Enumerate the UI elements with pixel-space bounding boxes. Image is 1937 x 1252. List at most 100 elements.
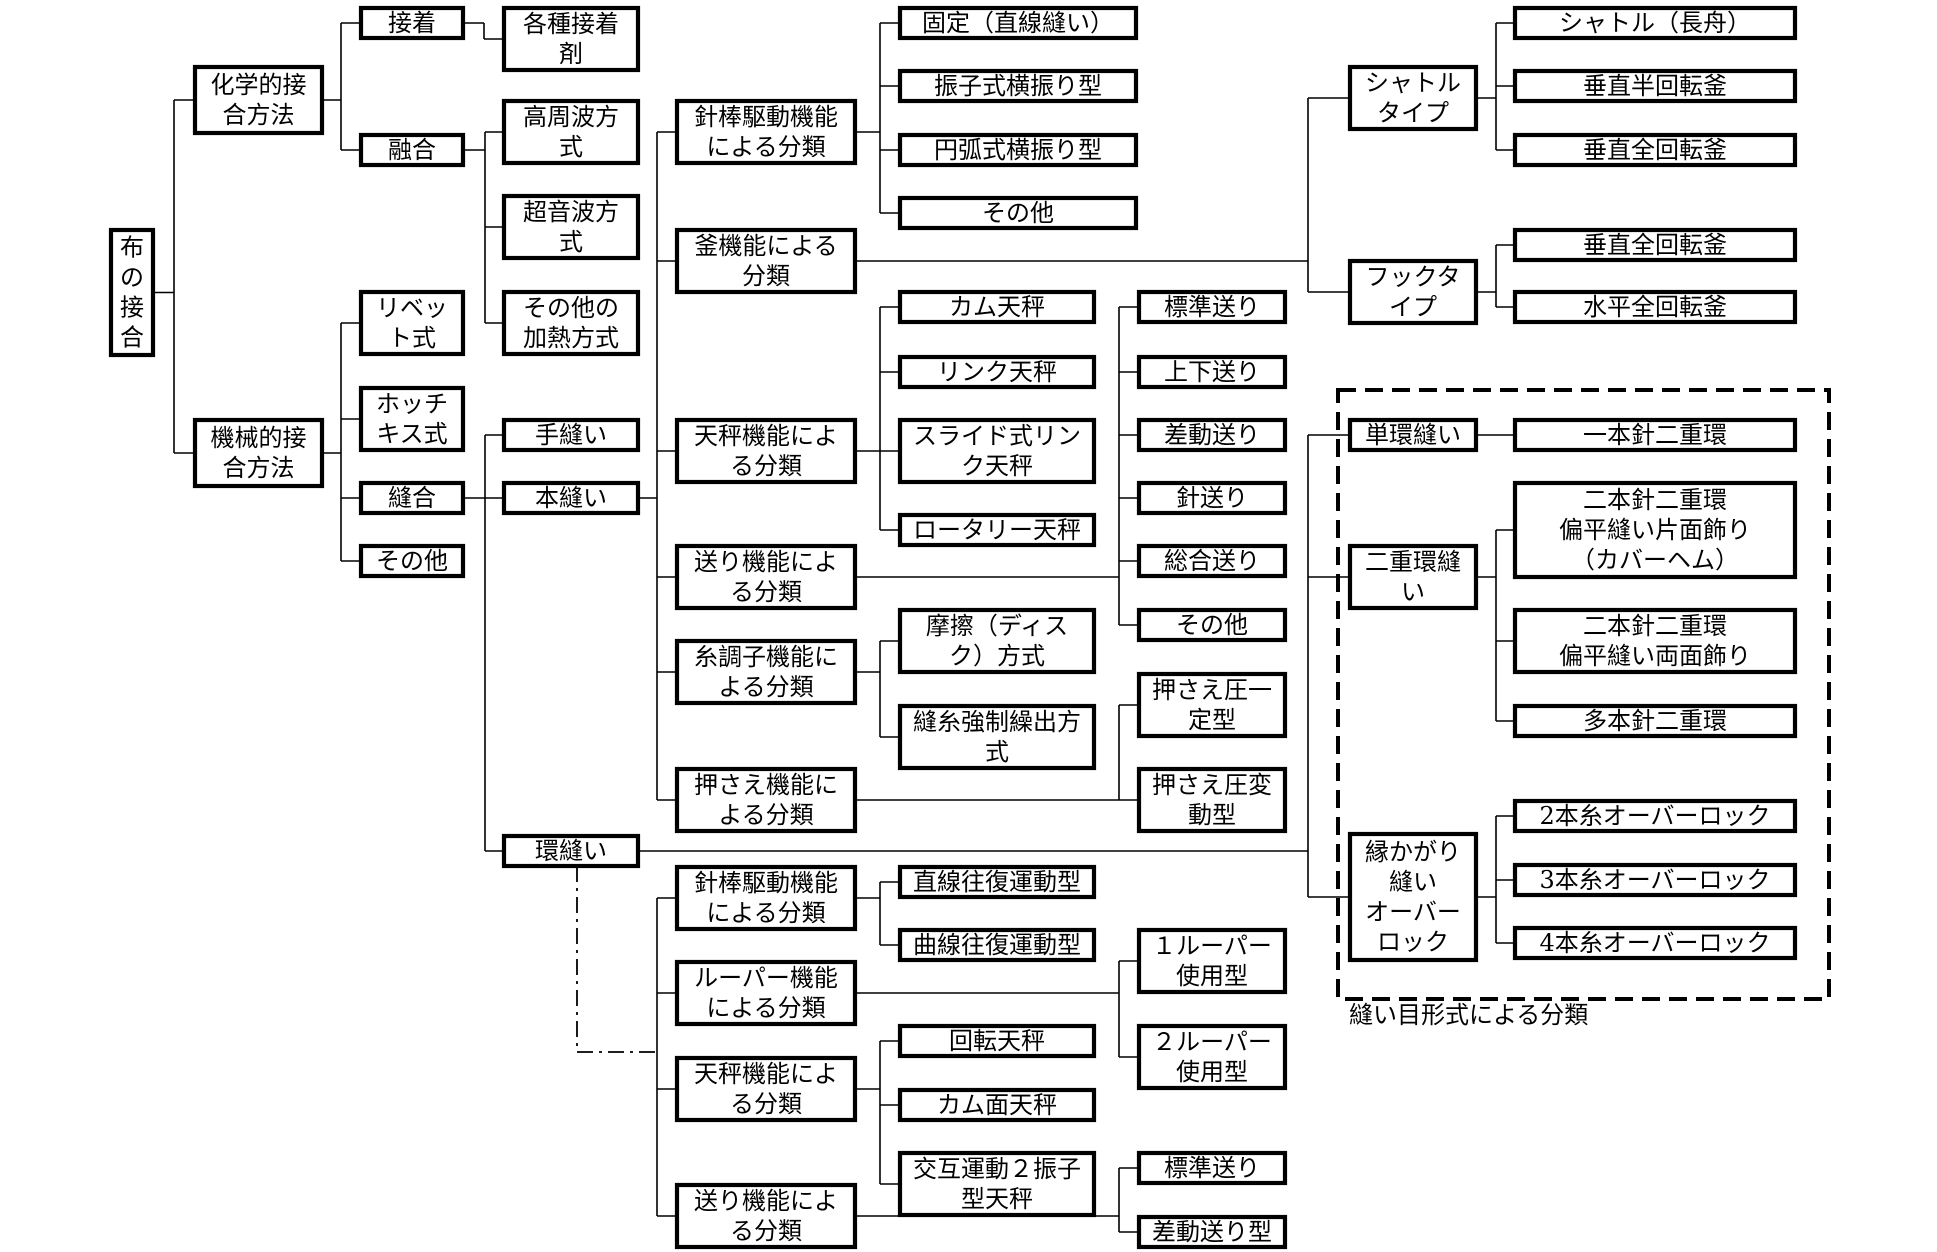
node-box <box>501 5 641 73</box>
node-box <box>192 417 325 489</box>
node-lockstitch: 本縫い <box>501 480 641 516</box>
node-box <box>1347 543 1479 611</box>
node-box <box>501 417 641 453</box>
node-box <box>501 289 641 357</box>
node-csf-diff: 差動送り型 <box>1136 1214 1288 1250</box>
node-label-line: 4本糸オーバーロック <box>1539 929 1770 957</box>
node-sf-single: 単環縫い <box>1347 417 1479 453</box>
node-label-line: 針送り <box>1176 484 1248 512</box>
node-label-line: る分類 <box>730 452 802 480</box>
node-label-line: 総合送り <box>1164 547 1260 575</box>
node-label-line: 接着 <box>388 9 436 37</box>
node-nb-other: その他 <box>897 195 1139 231</box>
node-box <box>1512 289 1798 325</box>
node-label-line: １ルーパー <box>1152 932 1272 960</box>
node-label-line: 垂直半回転釜 <box>1583 72 1727 100</box>
node-box <box>1136 543 1288 579</box>
node-label-line: その他 <box>1176 611 1248 639</box>
node-box <box>1347 417 1479 453</box>
node-adhesion: 接着 <box>358 5 466 41</box>
node-box <box>897 927 1097 963</box>
node-box <box>674 1055 858 1123</box>
node-label-line: カム面天秤 <box>937 1091 1057 1119</box>
node-label-line: 垂直全回転釜 <box>1583 136 1727 164</box>
node-label-line: 合 <box>120 324 144 352</box>
node-box <box>1136 607 1288 643</box>
node-label-line: ２ルーパー <box>1152 1028 1272 1056</box>
node-box <box>897 1087 1097 1123</box>
node-label-line: 多本針二重環 <box>1583 707 1727 735</box>
node-label-line: 上下送り <box>1164 358 1260 386</box>
node-label-line: 縫合 <box>388 484 436 512</box>
node-label-line: 二本針二重環 <box>1583 612 1727 640</box>
node-sg-one: 一本針二重環 <box>1512 417 1798 453</box>
node-box <box>1136 766 1288 834</box>
node-label-line: リンク天秤 <box>937 358 1057 386</box>
node-mech-other: その他 <box>358 543 466 579</box>
node-box <box>1512 925 1798 961</box>
node-nb-fixed: 固定（直線縫い） <box>897 5 1139 41</box>
node-box <box>358 385 466 453</box>
node-label-line: キス式 <box>376 420 447 448</box>
node-label-line: 水平全回転釜 <box>1583 293 1727 321</box>
node-label-line: 本縫い <box>535 484 607 512</box>
node-cst-rotary: 回転天秤 <box>897 1023 1097 1059</box>
node-box <box>897 289 1097 325</box>
node-label-line: （カバーヘム） <box>1571 546 1739 574</box>
node-csf-std: 標準送り <box>1136 1150 1288 1186</box>
node-label-line: 釜機能による <box>694 232 837 260</box>
node-fd-std: 標準送り <box>1136 289 1288 325</box>
node-label-line: 3本糸オーバーロック <box>1539 866 1770 894</box>
node-box <box>674 864 858 932</box>
node-label-line: による分類 <box>706 133 825 161</box>
node-box <box>1136 1150 1288 1186</box>
node-label-line: 定型 <box>1188 706 1236 734</box>
node-label-line: 型天秤 <box>961 1185 1033 1213</box>
node-label-line: 差動送り <box>1164 421 1260 449</box>
node-label-line: 超音波方 <box>523 198 619 226</box>
node-label-line: その他 <box>376 547 448 575</box>
node-label-line: その他 <box>982 199 1054 227</box>
node-label-line: 垂直全回転釜 <box>1583 231 1727 259</box>
node-csn-linear: 直線往復運動型 <box>897 864 1097 900</box>
node-label-line: 機械的接 <box>211 424 307 452</box>
node-label-line: 布 <box>120 234 144 262</box>
node-label-line: リベッ <box>376 294 448 322</box>
node-label-line: 押さえ圧変 <box>1152 771 1272 799</box>
node-sewing: 縫合 <box>358 480 466 516</box>
node-fd-other: その他 <box>1136 607 1288 643</box>
node-box <box>192 64 325 136</box>
node-box <box>1136 1023 1288 1091</box>
node-box <box>674 959 858 1027</box>
node-box <box>1512 227 1798 263</box>
node-box <box>674 543 858 611</box>
node-label-line: る分類 <box>730 1090 802 1118</box>
node-label-line: 糸調子機能に <box>694 643 838 671</box>
node-fd-updown: 上下送り <box>1136 354 1288 390</box>
node-box <box>501 98 641 166</box>
node-label-line: 合方法 <box>223 101 295 129</box>
node-fd-needle: 針送り <box>1136 480 1288 516</box>
node-box <box>674 766 858 834</box>
node-label-line: 振子式横振り型 <box>934 72 1102 100</box>
node-hh-hfull: 水平全回転釜 <box>1512 289 1798 325</box>
node-label-line: 動型 <box>1188 801 1236 829</box>
special-lines <box>576 388 1831 1217</box>
node-label-line: ト式 <box>388 324 436 352</box>
node-label-line: ホッチ <box>376 390 448 418</box>
